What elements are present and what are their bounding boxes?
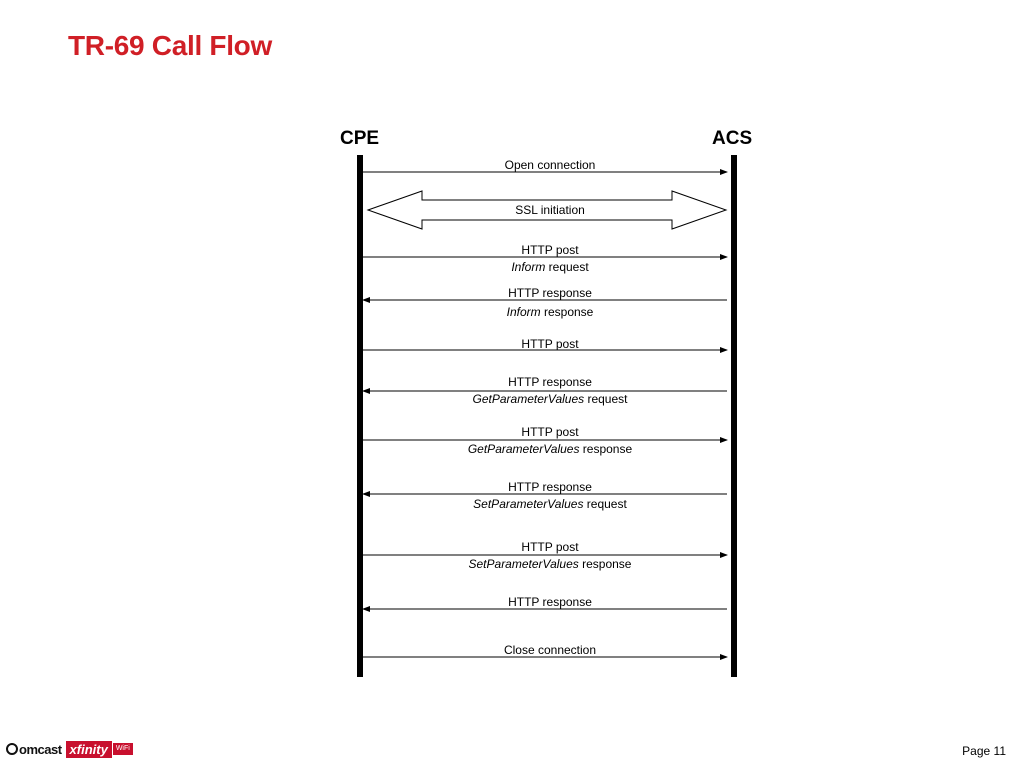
rpc-message-type: request (584, 392, 628, 406)
message-label-detail: GetParameterValues request (370, 392, 730, 406)
message-label-detail: GetParameterValues response (370, 442, 730, 456)
rpc-method-name: Inform (506, 305, 541, 319)
message-label-main: Open connection (504, 158, 596, 172)
rpc-message-type: response (579, 442, 633, 456)
rpc-method-name: GetParameterValues (467, 442, 580, 456)
slide-title: TR-69 Call Flow (68, 30, 272, 61)
message-label-detail: SetParameterValues request (370, 497, 730, 511)
message-label: Open connection (370, 158, 730, 172)
message-label-detail: Inform response (370, 305, 730, 319)
message-label-main: HTTP post (521, 243, 579, 257)
message-label-main: HTTP response (508, 375, 592, 389)
rpc-message-type: response (578, 557, 632, 571)
rpc-message-type: request (583, 497, 627, 511)
message-label-detail: Inform request (370, 260, 730, 274)
xfinity-wordmark: xfinity (65, 740, 112, 758)
wifi-badge: WiFi (112, 743, 133, 755)
rpc-method-name: SetParameterValues (473, 497, 584, 511)
message-label: Close connection (370, 643, 730, 657)
rpc-method-name: SetParameterValues (468, 557, 579, 571)
message-label-main: HTTP post (521, 337, 579, 351)
lane-label-cpe: CPE (340, 128, 380, 149)
message-label: HTTP response (370, 595, 730, 609)
rpc-method-name: GetParameterValues (472, 392, 585, 406)
message-label-main: HTTP post (521, 540, 579, 554)
comcast-xfinity-logo: omcast xfinity WiFi (6, 738, 133, 760)
message-label-main: Close connection (503, 643, 597, 657)
rpc-method-name: Inform (511, 260, 546, 274)
rpc-message-type: response (540, 305, 594, 319)
page-number: Page 11 (962, 744, 1006, 758)
message-label-detail: SetParameterValues response (370, 557, 730, 571)
message-label-main: HTTP response (508, 595, 592, 609)
cpe-lifeline (357, 155, 363, 677)
message-label: SSL initiation (370, 203, 730, 217)
message-label-main: HTTP post (521, 425, 579, 439)
message-label-main: HTTP response (508, 480, 592, 494)
ssl-double-arrow (366, 190, 728, 230)
message-label-main: HTTP response (508, 286, 592, 300)
acs-lifeline (731, 155, 737, 677)
comcast-c-icon (6, 743, 18, 755)
comcast-logo: omcast (6, 742, 62, 757)
lane-label-acs: ACS (712, 128, 753, 149)
message-label-main: SSL initiation (515, 203, 585, 217)
comcast-wordmark: omcast (19, 741, 62, 757)
message-label: HTTP post (370, 337, 730, 351)
rpc-message-type: request (545, 260, 589, 274)
